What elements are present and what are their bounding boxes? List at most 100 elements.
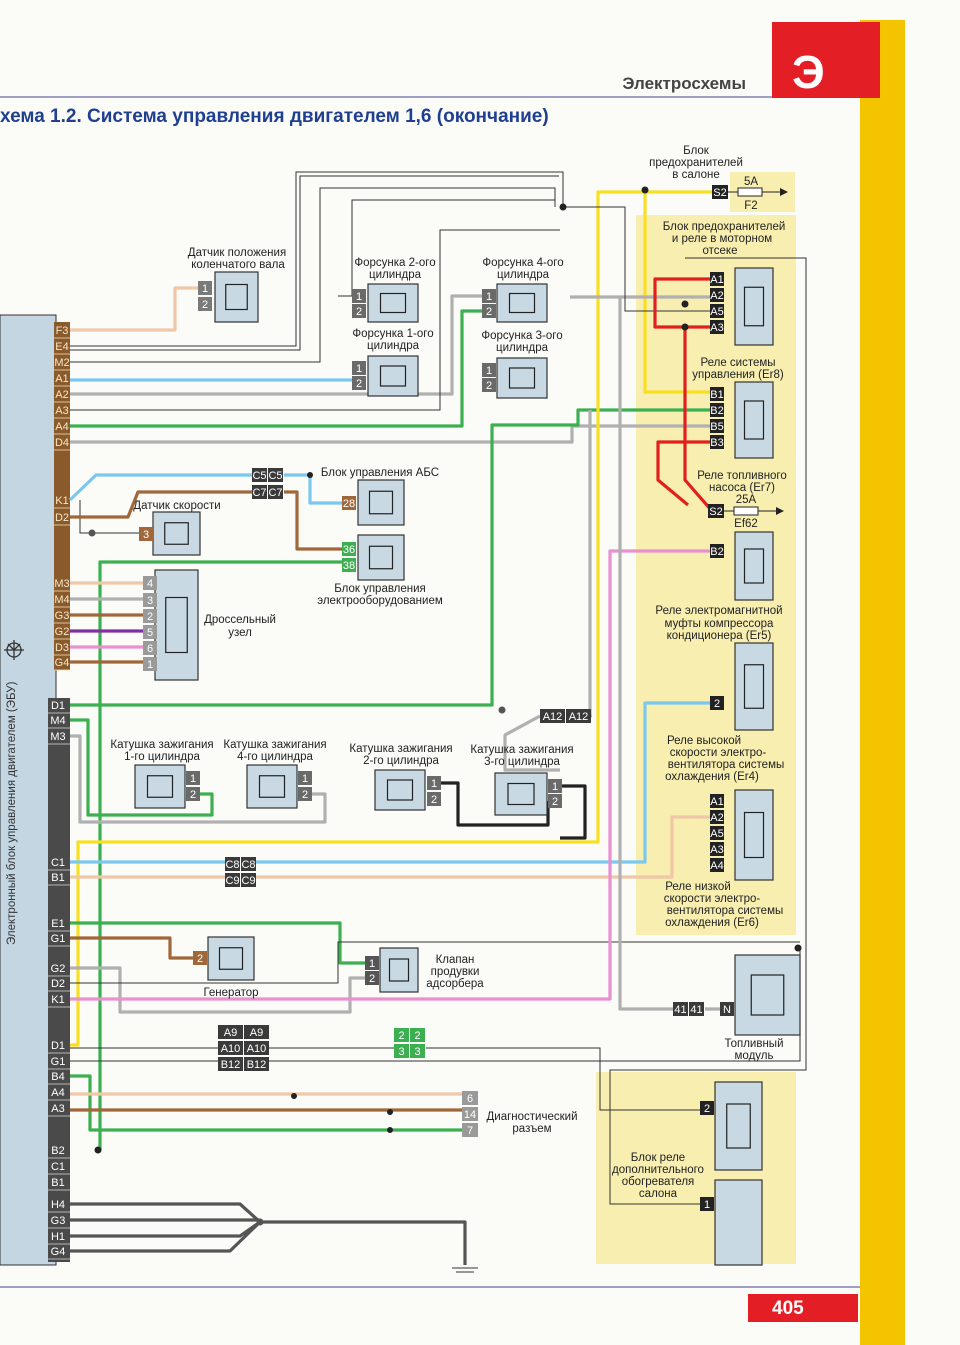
pin-label: 1 [356,363,362,375]
pin-label: 1 [202,283,208,295]
ecu-pin: B4 [51,1071,64,1083]
label-line: управления (Er8) [692,369,784,381]
ecu-pin: M3 [50,731,65,743]
transistor-icon [164,522,189,545]
label-line: модуль [735,1050,774,1062]
label-line: отсеке [703,245,738,257]
label-line: насоса (Er7) [709,482,775,494]
section-title: Электросхемы [622,74,746,93]
relay-icon [743,548,765,584]
label-line: 1-го цилиндра [124,751,200,763]
ecu-symbol-icon [4,640,24,660]
ecu-pin: E1 [51,918,64,930]
pin-label: 2 [369,973,375,985]
fuse-rating: 25A [736,494,757,506]
pin-label: 2 [486,306,492,318]
page-number: 405 [772,1298,804,1319]
pin-label: A5 [710,306,723,318]
pin-label: 1 [704,1199,710,1211]
wire-e4 [70,171,564,347]
ecu-pin: G1 [51,1056,66,1068]
connector-pin: A10 [247,1043,267,1055]
transistor-icon [218,947,244,970]
ecu-pin: B1 [51,872,64,884]
pin-label: 2 [486,380,492,392]
ecu-pin: E4 [55,341,68,353]
label-line: Блок [683,145,710,157]
pin-label: 2 [552,796,558,808]
pin-label: 1 [431,778,437,790]
ecu-pin: A4 [51,1087,64,1099]
label-line: Реле высокой [667,735,741,747]
wire-yellow-er7 [643,192,710,394]
label-line: охлаждения (Er4) [665,771,759,783]
pin-label: 28 [343,498,355,510]
pin-label: B2 [710,546,723,558]
generator-label: Генератор [203,987,258,999]
label-line: адсорбера [426,978,484,990]
wire-a4 [70,309,482,428]
wire-a3 [70,229,560,411]
abs-unit: 28 [342,479,405,526]
pin-label: 6 [467,1093,473,1105]
ecu-pin: M3 [54,578,69,590]
section-tab-letter: Э [792,46,825,98]
wire-f3 [70,286,198,332]
pin-label: 4 [147,578,153,590]
label-line: обогревателя [622,1176,695,1188]
label-line: скорости электро- [664,893,761,905]
fuse-id: Ef62 [734,518,758,530]
fuse-id: F2 [744,200,757,212]
ecu-pin: G4 [55,657,70,669]
pin-label: 1 [302,773,308,785]
arrow-icon [776,507,784,515]
label-line: Блок реле [631,1152,685,1164]
wire-yellow-main [70,190,712,1047]
abs-label: Блок управления АБС [321,467,439,479]
wire-g2-gray [70,966,365,1014]
ecu-pin: G2 [51,963,66,975]
wire-fuel-gray [570,295,720,1011]
ecu-pin: D3 [55,642,69,654]
ground-icon [452,1267,478,1273]
pin-label: 2 [302,789,308,801]
fuse-pin: S2 [713,187,726,199]
wire-d2-thin [70,941,800,984]
pin-label: B5 [710,421,723,433]
transistor-icon [368,490,394,515]
connector-pin: 2 [414,1030,420,1042]
wire-b1 [70,815,710,879]
wire-b2-green [98,560,342,1150]
label-line: Катушка зажигания [223,739,326,751]
connector-pin: 2 [398,1030,404,1042]
connector-pin: C8 [241,859,255,871]
injector-icon [508,292,536,314]
label-line: 3-го цилиндра [484,756,560,768]
wire-d2-brown [70,490,342,551]
ecu-pin: F3 [56,325,69,337]
ecu-label: Электронный блок управления двигателем (… [6,681,18,945]
ignition-coil-icon [258,775,286,798]
wire-inj2 [338,199,555,297]
ignition-coil-icon [146,775,174,798]
injector-icon [379,292,407,314]
label-line: Катушка зажигания [470,744,573,756]
wire-a12 [503,714,560,772]
connector-pin: 3 [398,1046,404,1058]
ecu-pin: A3 [51,1103,64,1115]
wire-coil3-black [560,784,587,840]
coil-4: 12 [246,764,312,809]
relay-icon [743,286,765,327]
injector-icon [379,365,407,387]
ecu-pin: C1 [51,857,65,869]
